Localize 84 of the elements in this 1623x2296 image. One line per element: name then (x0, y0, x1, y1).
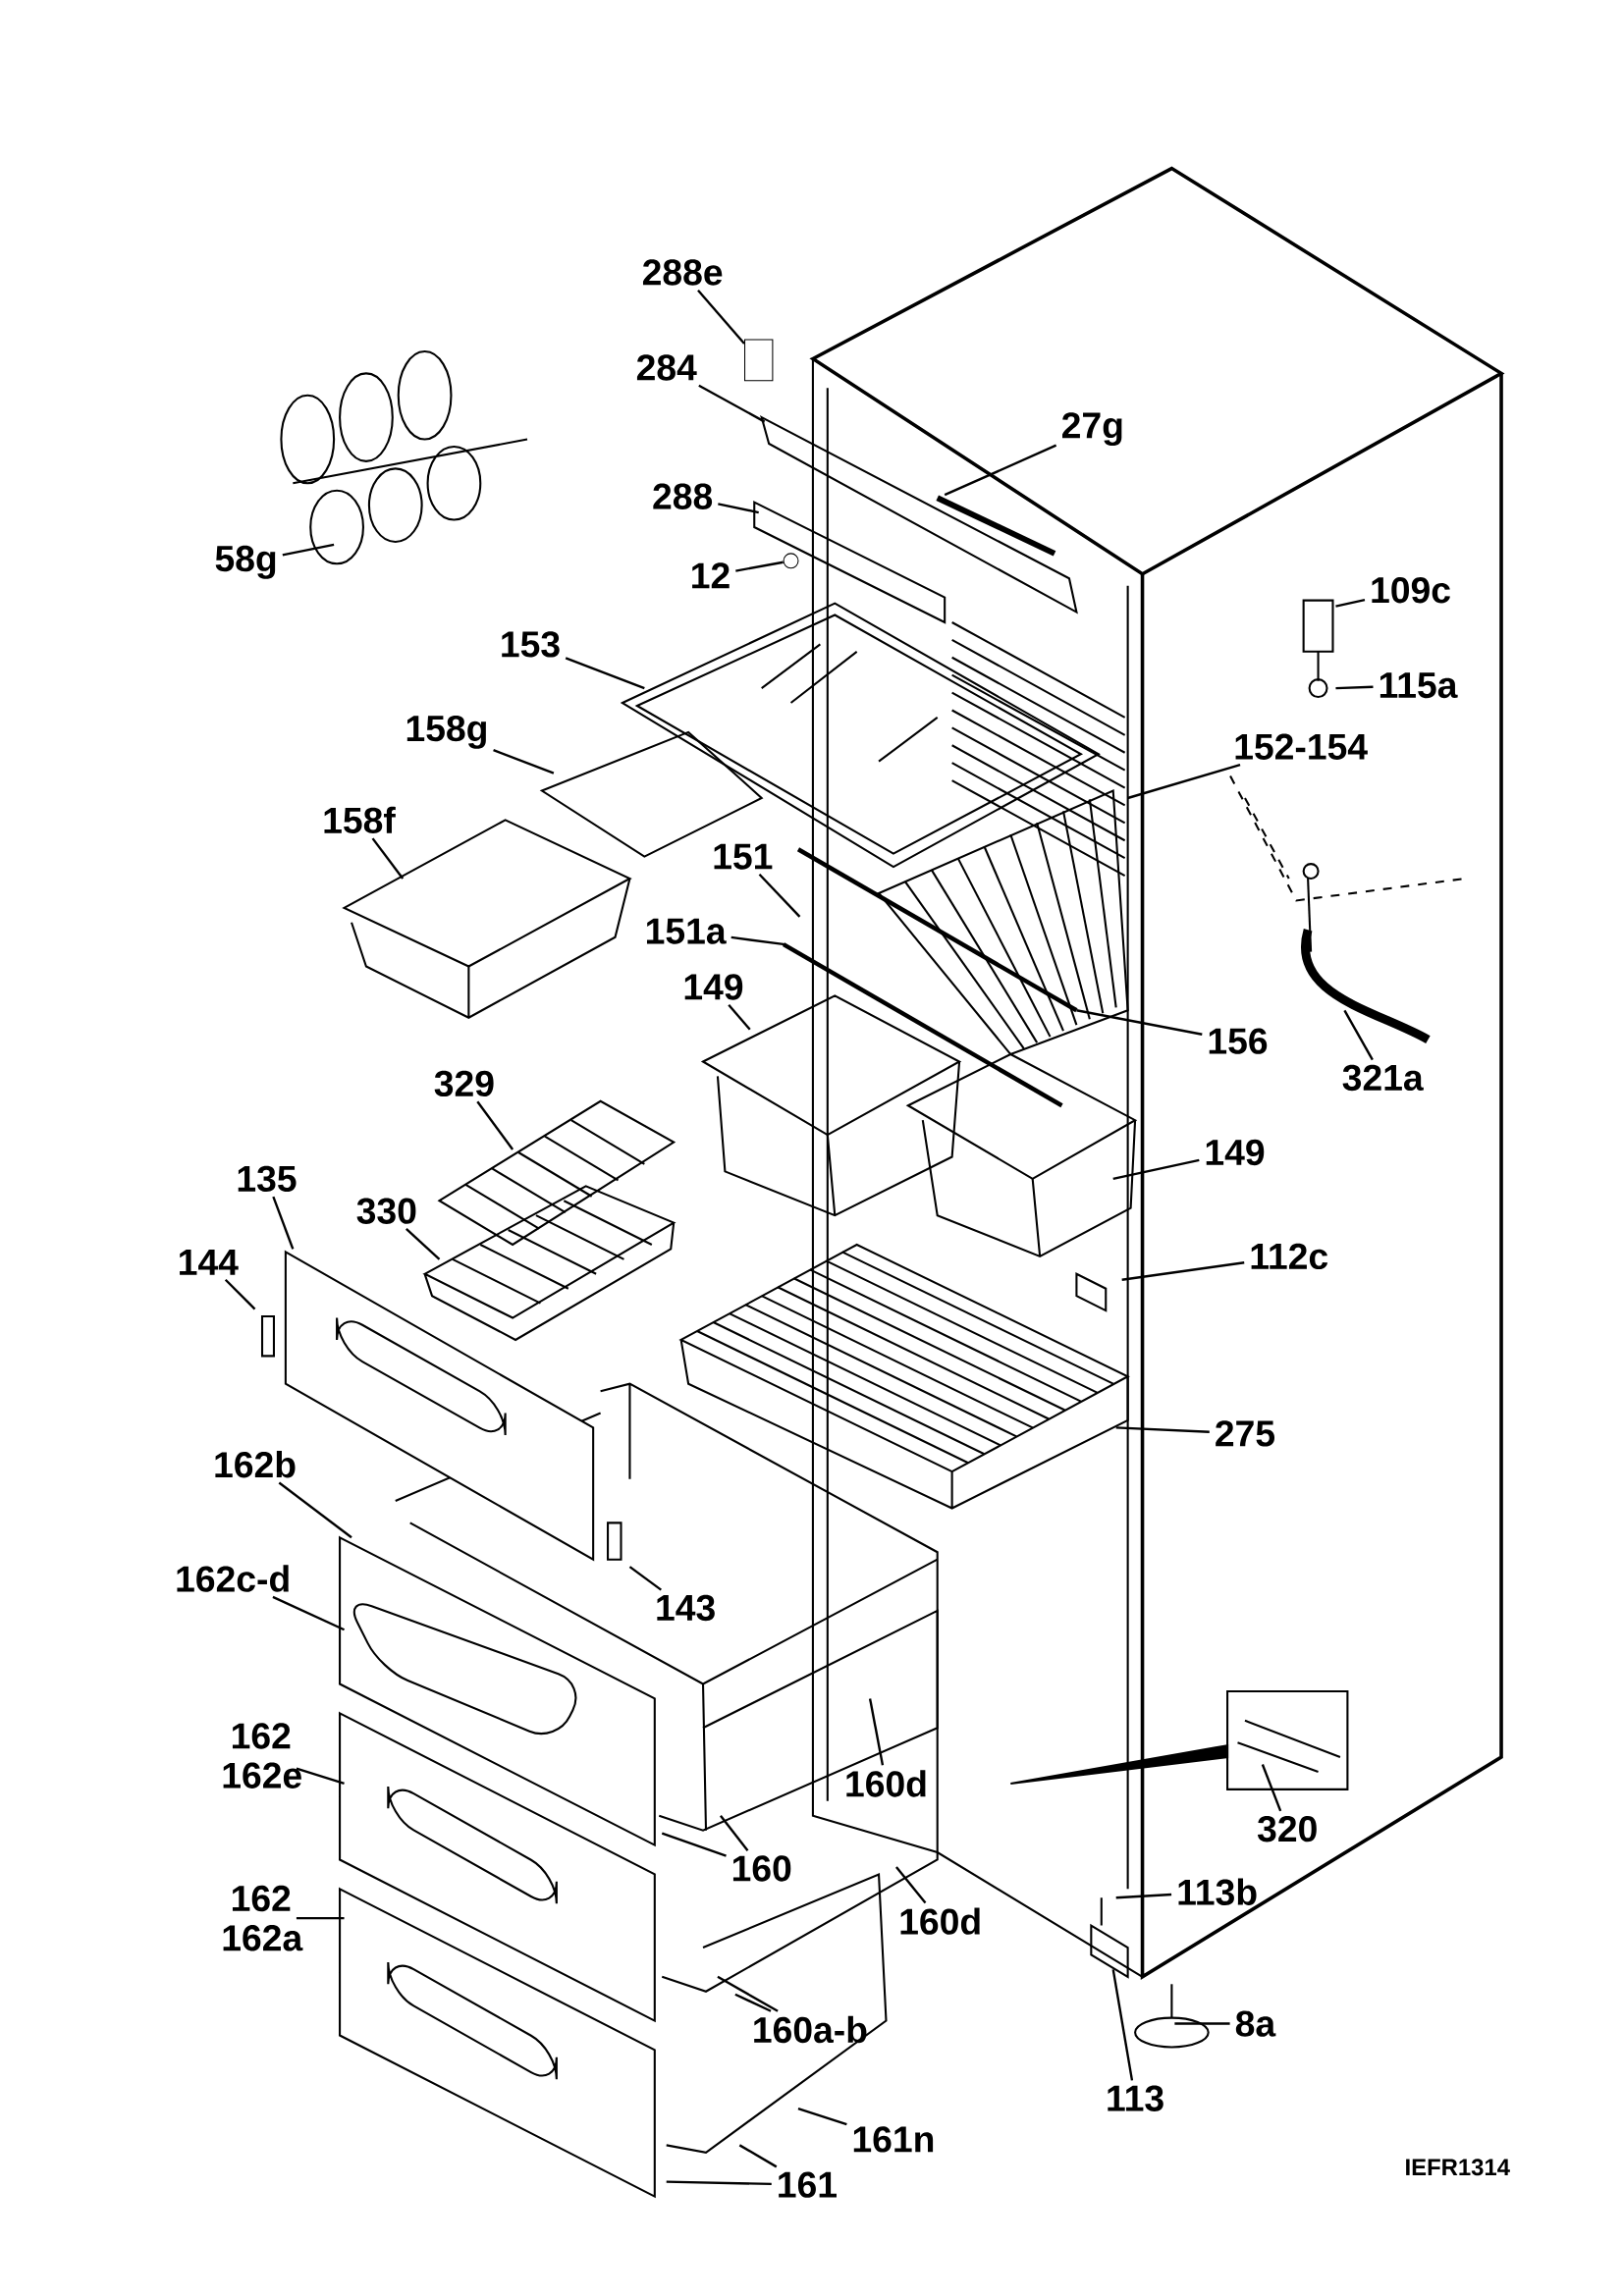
callout-number: 284 (637, 354, 697, 381)
callout-number: 109c (1372, 577, 1450, 604)
leader-line (272, 1595, 346, 1631)
callout-number: 160a-b (754, 2015, 867, 2044)
callout-number: 149 (1206, 1139, 1265, 1166)
drawing-number: IEFR1314 (1406, 2159, 1510, 2176)
leader-line (697, 289, 745, 345)
leader-line (272, 1196, 295, 1250)
leader-line (728, 1003, 751, 1031)
leader-line (666, 2180, 772, 2186)
callout-number: 161n (853, 2126, 934, 2153)
leader-line (1115, 1426, 1210, 1433)
callout-number: 8a (1235, 2010, 1276, 2037)
leader-line (371, 837, 405, 880)
leader-line (282, 543, 335, 557)
leader-line (869, 1698, 885, 1766)
leader-line (297, 1916, 345, 1920)
leader-line (493, 749, 555, 774)
leader-line (758, 873, 801, 918)
leader-line (278, 1481, 352, 1539)
callout-number: 149 (684, 974, 743, 1000)
callout-number: 162b (215, 1451, 296, 1478)
leader-line (1121, 1261, 1245, 1281)
leader-line (565, 657, 645, 690)
screw-part (783, 553, 799, 569)
callout-number: 58g (215, 545, 276, 579)
callout-number: 288 (653, 483, 713, 509)
leader-line (1076, 1009, 1203, 1036)
leader-line (720, 1815, 749, 1851)
leader-line (735, 561, 784, 572)
callout-number: 320 (1258, 1815, 1317, 1842)
callout-number: 160 (733, 1855, 791, 1882)
leader-line (476, 1100, 514, 1150)
callout-number: 115a (1380, 672, 1458, 699)
leader-line (1115, 1893, 1172, 1899)
leader-line (1335, 599, 1366, 608)
leader-line (1127, 763, 1241, 800)
leader-line (895, 1866, 927, 1904)
leader-line (661, 1832, 727, 1857)
leader-line (628, 1566, 663, 1591)
callout-number: 151 (714, 843, 773, 870)
callout-number: 162 162e (223, 1723, 301, 1789)
callout-number: 144 (180, 1250, 239, 1275)
leader-line (1261, 1764, 1282, 1812)
leader-line (734, 1993, 772, 2012)
callout-number: 156 (1209, 1028, 1268, 1054)
leader-line (224, 1278, 256, 1310)
leader-line (1343, 1009, 1374, 1061)
leader-line (944, 444, 1057, 497)
callout-number: 321a (1342, 1064, 1424, 1092)
leader-line (797, 2107, 847, 2126)
callout-number: 288e (643, 259, 723, 286)
leader-line (1335, 685, 1374, 690)
leader-line (406, 1228, 441, 1260)
callout-number: 135 (238, 1165, 297, 1193)
callout-number: 160d (846, 1770, 926, 1797)
callout-number: 113 (1108, 2085, 1163, 2111)
leader-line (717, 1975, 779, 2012)
callout-number: 112c (1251, 1243, 1328, 1270)
leader-line (738, 2144, 778, 2168)
callout-number: 113b (1178, 1878, 1257, 1906)
leader-line (1111, 1969, 1134, 2081)
callout-number: 330 (356, 1198, 416, 1224)
leader-line (730, 935, 785, 946)
callout-number: 162c-d (177, 1565, 289, 1592)
callout-number: 152-154 (1235, 733, 1368, 760)
callout-number: 153 (502, 631, 560, 658)
callout-number: 12 (692, 562, 730, 589)
leader-line (1174, 2022, 1230, 2025)
callout-number: 158f (324, 806, 396, 834)
callout-number: 143 (657, 1594, 715, 1622)
callout-number: 161 (779, 2171, 838, 2198)
bracket-part (744, 339, 774, 382)
callout-number: 162 162a (223, 1885, 303, 1951)
callout-number: 158g (406, 715, 487, 749)
leader-line (698, 384, 766, 423)
callout-number: 151a (647, 918, 727, 944)
callout-number: 160d (900, 1907, 980, 1935)
callout-number: 329 (434, 1070, 494, 1097)
leader-line (296, 1767, 345, 1786)
leader-line (1112, 1158, 1200, 1180)
leader-line (718, 503, 760, 514)
callout-number: 275 (1216, 1420, 1275, 1447)
callout-number: 27g (1062, 412, 1122, 447)
